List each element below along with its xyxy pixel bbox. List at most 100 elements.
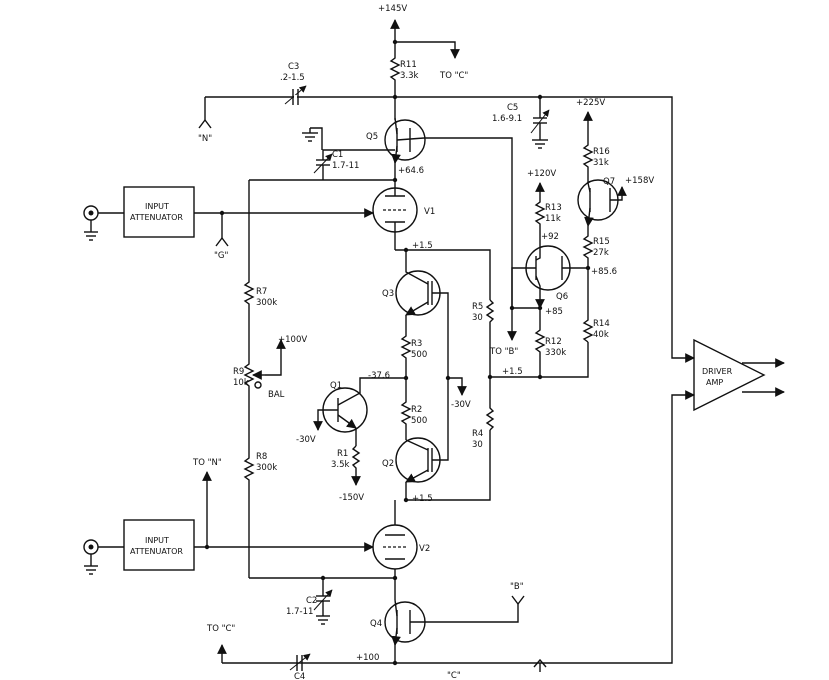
minus30-q3: -30V xyxy=(445,375,471,410)
q5-label: Q5 xyxy=(366,132,378,142)
attenuator-top: INPUT ATTENUATOR xyxy=(123,186,195,238)
r5-value: 30 xyxy=(472,313,483,323)
r1-ref: R1 xyxy=(337,449,348,459)
supply-145v: +145V TO "C" xyxy=(378,4,468,81)
att-top-line1: INPUT xyxy=(145,202,169,211)
r9-value: 10k xyxy=(233,378,249,388)
r2-value: 500 xyxy=(411,416,427,426)
node-37-6: -37.6 xyxy=(368,371,390,381)
driver-amp-line1: DRIVER xyxy=(702,367,733,376)
r8-value: 300k xyxy=(256,463,277,473)
transistor-q6: Q6 xyxy=(511,245,588,309)
r8-ref: R8 xyxy=(256,452,267,462)
transistor-q2: Q2 xyxy=(382,380,449,500)
att-bot-line1: INPUT xyxy=(145,536,169,545)
q2-label: Q2 xyxy=(382,459,394,469)
c1-ref: C1 xyxy=(332,150,343,160)
node-100: +100 xyxy=(356,653,379,663)
supply-225v: +225V xyxy=(576,98,605,140)
antenna-b: "B" xyxy=(510,582,525,606)
r12-value: 330k xyxy=(545,348,566,358)
transistor-q4: Q4 xyxy=(370,599,519,663)
potentiometer-r9: R9 10k BAL xyxy=(233,350,285,400)
r13-value: 11k xyxy=(545,214,561,224)
r1-value: 3.5k xyxy=(331,460,350,470)
r15-value: 27k xyxy=(593,248,609,258)
ant-g-label: "G" xyxy=(214,251,228,261)
ant-n-label: "N" xyxy=(198,134,212,144)
r5-ref: R5 xyxy=(472,302,483,312)
ground-c1 xyxy=(302,127,323,150)
attenuator-bottom: INPUT ATTENUATOR xyxy=(123,519,195,571)
resistor-r1: R1 3.5k -150V xyxy=(331,445,364,503)
capacitor-c4: C4 xyxy=(289,653,311,680)
c3-value: .2-1.5 xyxy=(280,73,305,83)
c2-value: 1.7-11 xyxy=(286,607,313,617)
vacuum-tube-v1: V1 xyxy=(249,177,435,250)
c5-value: 1.6-9.1 xyxy=(492,114,522,124)
node-85-6: +85.6 xyxy=(591,267,617,277)
v1-label: V1 xyxy=(424,207,435,217)
r2-ref: R2 xyxy=(411,405,422,415)
q6-label: Q6 xyxy=(556,292,568,302)
r11-ref: R11 xyxy=(400,60,417,70)
att-bot-line2: ATTENUATOR xyxy=(130,547,183,556)
r4-value: 30 xyxy=(472,440,483,450)
minus30-q3-label: -30V xyxy=(451,400,471,410)
q7-label: Q7 xyxy=(603,177,615,187)
input-jack-bot xyxy=(83,539,124,575)
c4-ref: C4 xyxy=(294,672,305,680)
supply-225v-label: +225V xyxy=(576,98,605,108)
driver-amp-line2: AMP xyxy=(706,378,723,387)
node-1-5-mid: +1.5 xyxy=(502,367,523,377)
q4-label: Q4 xyxy=(370,619,382,629)
to-c-bottom: TO "C" xyxy=(206,624,235,663)
resistor-r14: R14 40k xyxy=(582,268,610,343)
r14-value: 40k xyxy=(593,330,609,340)
supply-158v-label: +158V xyxy=(625,176,654,186)
bal-label: BAL xyxy=(268,390,285,400)
r14-ref: R14 xyxy=(593,319,610,329)
r3-value: 500 xyxy=(411,350,427,360)
node-85: +85 xyxy=(545,307,563,317)
supply-100v-label: +100V xyxy=(278,335,307,345)
c1-value: 1.7-11 xyxy=(332,161,359,171)
q1-label: Q1 xyxy=(330,381,342,391)
transistor-q7: Q7 +158V xyxy=(577,176,654,227)
supply-120v-label: +120V xyxy=(527,169,556,179)
input-jack-top xyxy=(83,205,124,241)
q3-label: Q3 xyxy=(382,289,394,299)
att-top-line2: ATTENUATOR xyxy=(130,213,183,222)
r7-value: 300k xyxy=(256,298,277,308)
resistor-r3: R3 500 xyxy=(400,315,427,376)
r12-ref: R12 xyxy=(545,337,562,347)
supply-120v: +120V xyxy=(527,169,556,198)
r16-value: 31k xyxy=(593,158,609,168)
to-c-bot-label: TO "C" xyxy=(206,624,235,634)
resistor-r13: R13 11k xyxy=(534,198,562,248)
r3-ref: R3 xyxy=(411,339,422,349)
transistor-q3: Q3 xyxy=(382,250,449,380)
r16-ref: R16 xyxy=(593,147,610,157)
ant-b-label: "B" xyxy=(510,582,524,592)
capacitor-c5: C5 1.6-9.1 xyxy=(492,97,550,149)
c-ref-bottom: "C" xyxy=(447,658,547,680)
supply-100v-bal: +100V xyxy=(276,335,307,350)
r15-ref: R15 xyxy=(593,237,610,247)
r9-ref: R9 xyxy=(233,367,244,377)
resistor-r5: R5 30 xyxy=(472,299,495,377)
resistor-r11: R11 3.3k xyxy=(389,42,419,97)
to-n-label: TO "N" xyxy=(192,458,222,468)
ant-c-label: "C" xyxy=(447,671,461,680)
minus150-label: -150V xyxy=(339,493,364,503)
node-64-6: +64.6 xyxy=(398,166,424,176)
transistor-q5: Q5 xyxy=(366,97,426,164)
node-1-5-bot: +1.5 xyxy=(412,494,433,504)
capacitor-c2: C2 1.7-11 xyxy=(286,578,333,625)
node-1-5-top: +1.5 xyxy=(412,241,433,251)
antenna-n: "N" xyxy=(198,97,212,144)
c3-ref: C3 xyxy=(288,62,299,72)
resistor-r8: R8 300k xyxy=(243,392,277,578)
driver-amp: DRIVER AMP xyxy=(693,338,785,412)
